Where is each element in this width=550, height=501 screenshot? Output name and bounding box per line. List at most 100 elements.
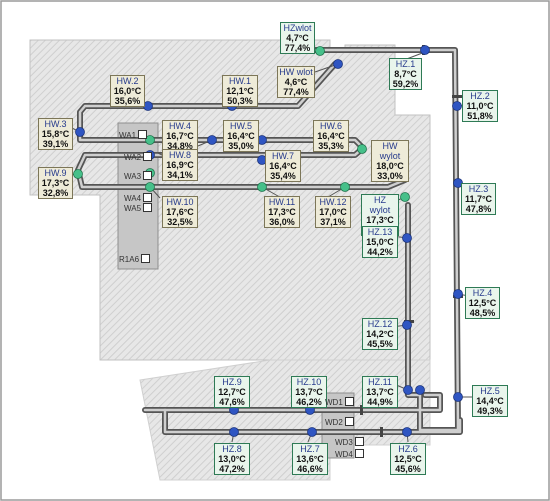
unit-wa2[interactable]: WA2: [124, 152, 153, 162]
humidity-value: 51,8%: [467, 111, 493, 121]
sensor-nodes: [73, 45, 463, 437]
sensor-name: HW.5: [229, 121, 252, 131]
sensor-name: HZ.2: [470, 91, 490, 101]
sensor-name: HZ.1: [395, 59, 416, 69]
sensor-name: HW.3: [44, 119, 67, 129]
sensor-name: HZ.6: [398, 444, 418, 454]
unit-wa5[interactable]: WA5: [124, 203, 153, 213]
sensor-name: HW.10: [166, 197, 194, 207]
temperature-value: 16,4°C: [269, 161, 297, 171]
unit-label: R1A6: [119, 255, 140, 264]
sensor-name: HZ.7: [300, 444, 320, 454]
unit-wa4[interactable]: WA4: [124, 193, 153, 203]
unit-checkbox[interactable]: [143, 203, 153, 212]
temperature-value: 15,0°C: [366, 237, 394, 247]
temperature-value: 11,0°C: [466, 101, 494, 111]
unit-wd1[interactable]: WD1: [325, 397, 354, 407]
humidity-value: 45,5%: [367, 339, 393, 349]
sensor-name: HZ.13: [367, 227, 393, 237]
unit-wa1[interactable]: WA1: [119, 130, 148, 140]
sensor-name: HZ.5: [480, 386, 500, 396]
unit-checkbox[interactable]: [141, 254, 151, 263]
unit-wd4[interactable]: WD4: [335, 449, 364, 459]
humidity-value: 77,4%: [284, 43, 311, 53]
humidity-value: 35,3%: [318, 141, 344, 151]
sensor-name: HZwlot: [283, 23, 312, 33]
temperature-value: 4,6°C: [284, 77, 308, 87]
unit-wd2[interactable]: WD2: [325, 417, 354, 427]
temperature-value: 4,7°C: [286, 33, 309, 43]
humidity-value: 39,1%: [42, 139, 69, 149]
humidity-value: 35,0%: [228, 141, 254, 151]
sensor-name: HW.9: [44, 168, 67, 178]
temperature-value: 16,0°C: [113, 86, 142, 96]
temperature-value: 15,8°C: [41, 129, 70, 139]
unit-checkbox[interactable]: [344, 417, 354, 426]
humidity-value: 37,1%: [320, 217, 346, 227]
humidity-value: 44,2%: [367, 247, 393, 257]
unit-checkbox[interactable]: [143, 152, 153, 161]
humidity-value: 45,6%: [395, 464, 421, 474]
humidity-value: 47,2%: [219, 464, 245, 474]
temperature-value: 12,1°C: [226, 86, 254, 96]
humidity-value: 50,3%: [227, 96, 253, 106]
temperature-value: 12,7°C: [218, 387, 246, 397]
sensor-name: HW.8: [168, 150, 191, 160]
unit-label: WA4: [124, 194, 142, 203]
unit-wa3[interactable]: WA3: [124, 171, 153, 181]
sensor-name: HW.2: [116, 76, 139, 86]
unit-label: WD1: [325, 398, 343, 407]
unit-r1a6[interactable]: R1A6: [119, 254, 151, 264]
temperature-value: 17,3°C: [366, 215, 394, 225]
temperature-value: 17,0°C: [319, 207, 347, 217]
sensor-name: HZ.4: [472, 288, 493, 298]
unit-wd3[interactable]: WD3: [335, 437, 364, 447]
unit-checkbox[interactable]: [143, 171, 153, 180]
humidity-value: 46,6%: [297, 464, 323, 474]
temperature-value: 18,0°C: [376, 161, 404, 171]
sensor-name: HZ.9: [222, 377, 242, 387]
sensor-name: HW.11: [268, 197, 296, 207]
unit-checkbox[interactable]: [354, 437, 364, 446]
unit-checkbox[interactable]: [344, 397, 354, 406]
temperature-value: 17,3°C: [41, 178, 70, 188]
unit-checkbox[interactable]: [143, 193, 153, 202]
humidity-value: 32,5%: [167, 217, 193, 227]
unit-checkbox[interactable]: [354, 449, 364, 458]
temperature-value: 16,4°C: [227, 131, 255, 141]
humidity-value: 46,2%: [296, 397, 322, 407]
unit-checkbox[interactable]: [138, 130, 148, 139]
unit-label: WD2: [325, 418, 343, 427]
sensor-name: HW.7: [271, 151, 294, 161]
humidity-value: 36,0%: [269, 217, 295, 227]
